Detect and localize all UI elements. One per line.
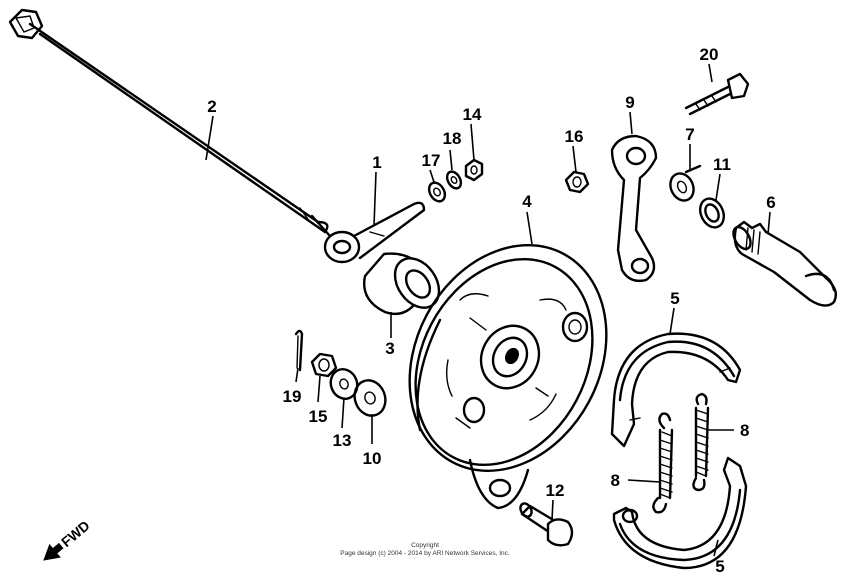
axle-part: [8, 8, 332, 238]
callout-10-text: 10: [363, 449, 382, 468]
brake-cam-part: [732, 220, 837, 307]
callout-8-left: 8: [611, 471, 620, 490]
seal-part: [698, 197, 726, 229]
callout-17: 17: [422, 151, 441, 170]
callout-8-right: 8: [740, 421, 749, 440]
collar-part: [363, 252, 441, 316]
torque-link-part: [323, 201, 426, 264]
callout-3: 3: [385, 339, 394, 358]
leader-lines: [205, 63, 771, 557]
washer-13-part: [329, 368, 359, 400]
callout-2: 2: [207, 97, 216, 116]
copyright-line-1: Copyright: [411, 542, 439, 549]
callout-12: 12: [546, 481, 565, 500]
callout-5-upper: 5: [670, 289, 679, 308]
pivot-bolt-part: [519, 502, 574, 547]
nut-14-part: [464, 158, 484, 182]
indicator-plate-part: [669, 164, 702, 202]
brake-panel-part: [408, 244, 608, 510]
callout-1: 1: [372, 153, 381, 172]
callout-6: 6: [766, 193, 775, 212]
washer-17-part: [427, 181, 447, 203]
callout-labels: 2 1 17 18 14 16 4 3 9 20 7 11 6 5 8 8 5 …: [207, 45, 775, 576]
callout-15: 15: [309, 407, 328, 426]
callout-19: 19: [283, 387, 302, 406]
washer-10-part: [353, 379, 387, 417]
brake-arm-part: [610, 134, 658, 283]
copyright-line-2: Page design (c) 2004 - 2014 by ARI Netwo…: [340, 550, 510, 557]
spring-left-part: [652, 412, 674, 514]
fwd-label: FWD: [58, 517, 93, 550]
bolt-20-part: [684, 72, 750, 116]
callout-16: 16: [565, 127, 584, 146]
callout-11: 11: [713, 155, 731, 174]
brake-shoe-upper-part: [610, 332, 742, 448]
callout-4: 4: [522, 192, 532, 211]
cotter-pin-part: [294, 329, 304, 372]
nut-16-part: [564, 170, 590, 194]
forward-direction-indicator: FWD: [43, 517, 93, 561]
washer-18-part: [445, 170, 463, 190]
callout-5-lower: 5: [715, 557, 724, 576]
castle-nut-part: [310, 352, 338, 378]
spring-right-part: [692, 392, 710, 492]
callout-14: 14: [463, 105, 482, 124]
callout-18: 18: [443, 129, 462, 148]
callout-9: 9: [625, 93, 634, 112]
callout-13-text: 13: [333, 431, 352, 450]
forward-arrow-icon: [43, 542, 64, 561]
callout-7: 7: [685, 125, 694, 144]
copyright-notice: Copyright Page design (c) 2004 - 2014 by…: [340, 542, 510, 557]
brake-shoe-lower-part: [612, 456, 748, 570]
callout-20: 20: [700, 45, 719, 64]
